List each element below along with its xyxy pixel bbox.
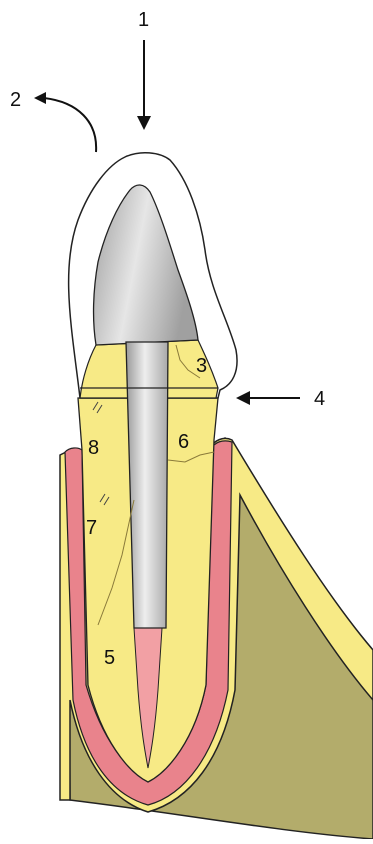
post — [126, 342, 168, 628]
label-3: 3 — [196, 355, 207, 377]
arrow-1-head — [137, 116, 151, 130]
label-7: 7 — [86, 517, 97, 539]
arrow-2-shaft — [44, 98, 96, 152]
label-1: 1 — [138, 9, 149, 31]
label-2: 2 — [10, 89, 21, 111]
label-5: 5 — [104, 647, 115, 669]
label-8: 8 — [88, 437, 99, 459]
label-4: 4 — [314, 388, 325, 410]
label-6: 6 — [178, 431, 189, 453]
arrow-4-head — [236, 391, 250, 405]
arrow-2-head — [34, 92, 46, 104]
